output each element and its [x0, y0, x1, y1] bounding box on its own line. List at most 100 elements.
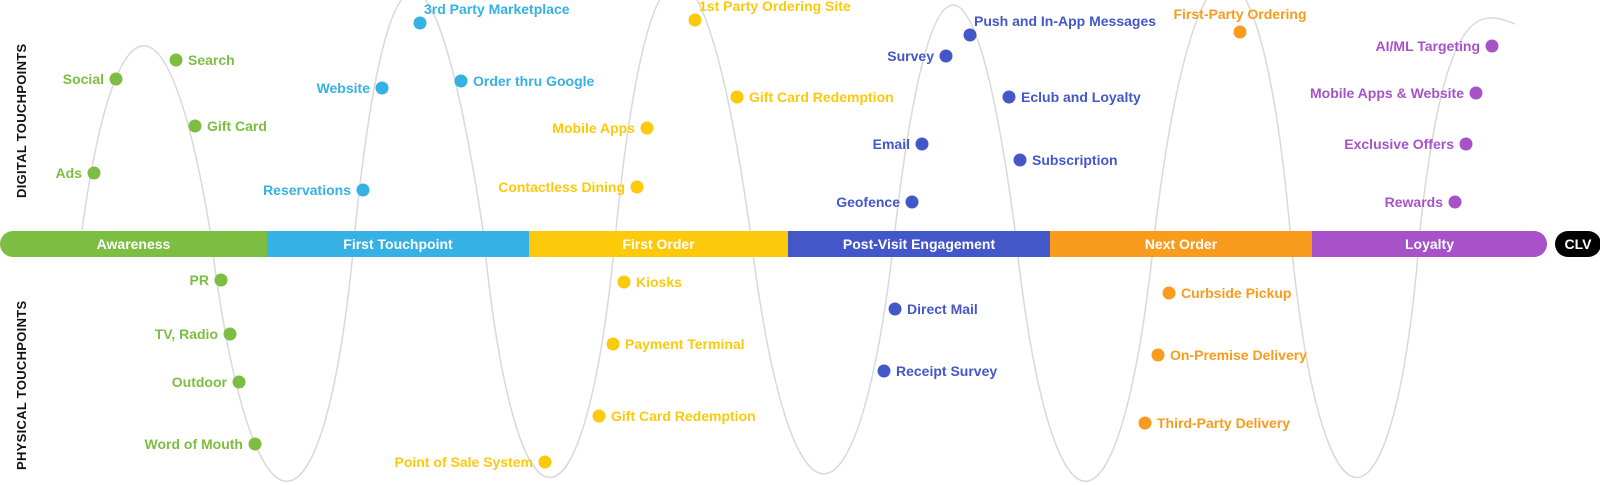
stage-segment-awareness [0, 231, 267, 257]
touchpoint-label: Gift Card Redemption [611, 408, 756, 424]
touchpoint-curbside-pickup-physical: Curbside Pickup [1162, 285, 1291, 301]
touchpoint-label: Reservations [263, 182, 351, 198]
touchpoint-exclusive-offers-digital: Exclusive Offers [1344, 136, 1473, 152]
touchpoint-dot [356, 183, 370, 197]
stage-label-first-order: First Order [622, 236, 695, 252]
touchpoint-dot [538, 455, 552, 469]
touchpoint-first-party-ordering-digital: First-Party Ordering [1173, 6, 1307, 39]
touchpoint-dot [915, 137, 929, 151]
touchpoint-dot [454, 74, 468, 88]
touchpoint-label: Word of Mouth [145, 436, 244, 452]
touchpoint-label: TV, Radio [155, 326, 218, 342]
touchpoint-dot [1013, 153, 1027, 167]
touchpoint-outdoor-physical: Outdoor [172, 374, 246, 390]
journey-wave-curve [81, 0, 1516, 482]
touchpoint-ads-digital: Ads [56, 165, 101, 181]
touchpoint-label: Direct Mail [907, 301, 978, 317]
touchpoint-dot [640, 121, 654, 135]
touchpoint-3rd-party-marketplace-digital: 3rd Party Marketplace [413, 1, 570, 30]
touchpoint-dot [214, 273, 228, 287]
touchpoint-label: Email [873, 136, 910, 152]
touchpoint-dot [188, 119, 202, 133]
touchpoint-dot [592, 409, 606, 423]
stage-bar: Awareness First Touchpoint First Order Post… [0, 231, 1547, 257]
touchpoint-label: Mobile Apps [552, 120, 635, 136]
touchpoint-label: Point of Sale System [395, 454, 533, 470]
touchpoint-label: Survey [887, 48, 934, 64]
touchpoint-dot [888, 302, 902, 316]
touchpoint-label: Geofence [836, 194, 900, 210]
touchpoint-label: Receipt Survey [896, 363, 997, 379]
touchpoint-push-and-in-app-messages-digital: Push and In-App Messages [963, 13, 1156, 42]
stage-label-loyalty: Loyalty [1405, 236, 1454, 252]
stage-label-next-order: Next Order [1145, 236, 1218, 252]
stage-label-awareness: Awareness [97, 236, 171, 252]
touchpoint-eclub-and-loyalty-digital: Eclub and Loyalty [1002, 89, 1141, 105]
touchpoint-1st-party-ordering-site-digital: 1st Party Ordering Site [688, 0, 851, 27]
touchpoint-dot [688, 13, 702, 27]
touchpoint-label: Ads [56, 165, 83, 181]
touchpoint-dot [1485, 39, 1499, 53]
touchpoint-dot [248, 437, 262, 451]
touchpoint-label: Third-Party Delivery [1157, 415, 1290, 431]
touchpoint-gift-card-redemption-digital: Gift Card Redemption [730, 89, 894, 105]
touchpoint-dot [87, 166, 101, 180]
stage-segment-post-visit-engagement [788, 231, 1050, 257]
touchpoint-direct-mail-physical: Direct Mail [888, 301, 978, 317]
clv-badge-bg [1555, 231, 1600, 257]
touchpoint-dot [939, 49, 953, 63]
touchpoint-dot [905, 195, 919, 209]
touchpoint-pr-physical: PR [190, 272, 228, 288]
touchpoint-gift-card-digital: Gift Card [188, 118, 267, 134]
touchpoint-tv-radio-physical: TV, Radio [155, 326, 237, 342]
touchpoint-dot [1448, 195, 1462, 209]
touchpoint-gift-card-redemption-physical: Gift Card Redemption [592, 408, 756, 424]
touchpoint-label: Search [188, 52, 235, 68]
stage-segment-next-order [1050, 231, 1312, 257]
touchpoint-survey-digital: Survey [887, 48, 953, 64]
touchpoint-label: Website [317, 80, 371, 96]
touchpoint-dot [413, 16, 427, 30]
touchpoint-word-of-mouth-physical: Word of Mouth [145, 436, 262, 452]
touchpoint-dot [606, 337, 620, 351]
touchpoint-label: Social [63, 71, 104, 87]
touchpoint-label: 1st Party Ordering Site [699, 0, 851, 14]
touchpoint-dot [223, 327, 237, 341]
touchpoint-dot [1151, 348, 1165, 362]
touchpoint-website-digital: Website [317, 80, 389, 96]
touchpoint-point-of-sale-system-physical: Point of Sale System [395, 454, 552, 470]
clv-label: CLV [1565, 236, 1593, 252]
touchpoint-label: Exclusive Offers [1344, 136, 1454, 152]
stage-label-first-touchpoint: First Touchpoint [343, 236, 453, 252]
clv-badge: CLV [1555, 231, 1600, 257]
touchpoint-dot [1459, 137, 1473, 151]
touchpoint-label: Gift Card [207, 118, 267, 134]
touchpoint-search-digital: Search [169, 52, 235, 68]
touchpoint-geofence-digital: Geofence [836, 194, 919, 210]
touchpoint-payment-terminal-physical: Payment Terminal [606, 336, 745, 352]
touchpoint-label: Mobile Apps & Website [1310, 85, 1464, 101]
touchpoint-dot [169, 53, 183, 67]
touchpoint-dot [1162, 286, 1176, 300]
touchpoint-label: 3rd Party Marketplace [424, 1, 570, 17]
touchpoint-label: Contactless Dining [498, 179, 625, 195]
touchpoint-dot [1138, 416, 1152, 430]
touchpoint-dot [1002, 90, 1016, 104]
touchpoint-label: Eclub and Loyalty [1021, 89, 1141, 105]
touchpoint-dot [232, 375, 246, 389]
touchpoint-label: First-Party Ordering [1173, 6, 1306, 22]
touchpoint-label: On-Premise Delivery [1170, 347, 1307, 363]
touchpoint-dot [877, 364, 891, 378]
touchpoint-on-premise-delivery-physical: On-Premise Delivery [1151, 347, 1307, 363]
touchpoint-label: PR [190, 272, 209, 288]
touchpoint-dot [375, 81, 389, 95]
touchpoint-dot [730, 90, 744, 104]
touchpoint-order-thru-google-digital: Order thru Google [454, 73, 595, 89]
touchpoint-mobile-apps-digital: Mobile Apps [552, 120, 654, 136]
stage-segment-first-order [529, 231, 788, 257]
touchpoint-dot [630, 180, 644, 194]
stage-label-post-visit-engagement: Post-Visit Engagement [843, 236, 996, 252]
touchpoint-label: Subscription [1032, 152, 1118, 168]
